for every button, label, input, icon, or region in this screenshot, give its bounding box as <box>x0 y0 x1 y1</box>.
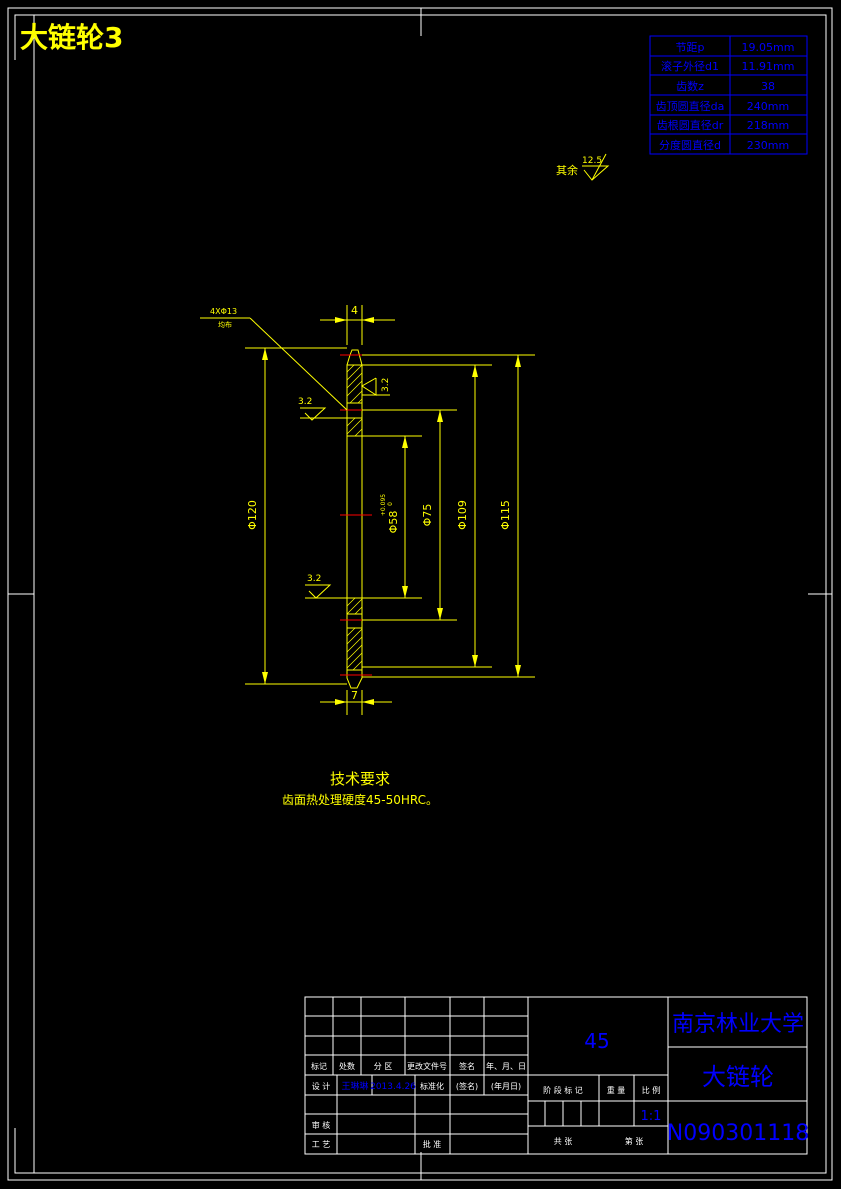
dim-115: Φ115 <box>499 500 512 530</box>
weight-label: 重 量 <box>607 1085 626 1095</box>
drawing-number: N090301118 <box>667 1121 809 1146</box>
sheets-total: 共 张 <box>554 1137 573 1146</box>
section-view <box>200 305 535 715</box>
param-label: 分度圆直径d <box>659 138 721 152</box>
dimension-texts: 4 7 4XΦ13 均布 3.2 3.2 3.2 Φ120 Φ58 +0.095… <box>210 304 512 702</box>
sign-label: (签名) <box>456 1081 478 1091</box>
tech-req-line: 齿面热处理硬度45-50HRC。 <box>282 792 438 807</box>
param-value: 240mm <box>747 100 789 113</box>
title-block <box>304 996 808 1155</box>
param-label: 齿数z <box>676 80 704 93</box>
row-label-signature: 签名 <box>459 1061 475 1071</box>
dim-109: Φ109 <box>456 500 469 530</box>
approve-label: 批 准 <box>423 1139 442 1149</box>
row-label-zone: 分 区 <box>374 1062 393 1071</box>
row-label-change-doc: 更改文件号 <box>407 1061 447 1071</box>
dimension-arrows <box>262 317 521 705</box>
dim-58: Φ58 <box>387 511 400 534</box>
param-label: 节距p <box>676 41 705 54</box>
param-value: 230mm <box>747 139 789 152</box>
dim-58-lower-tol: 0 <box>387 502 394 506</box>
roughness-c: 3.2 <box>381 378 391 392</box>
roughness-symbol <box>582 165 610 181</box>
param-value: 218mm <box>747 119 789 132</box>
dim-58-upper-tol: +0.095 <box>380 494 387 516</box>
hole-note-2: 均布 <box>218 320 232 329</box>
dim-width-bottom: 7 <box>351 689 358 702</box>
drawing-title: 大链轮3 <box>20 21 123 54</box>
section-hatch <box>346 364 363 671</box>
sheet-number: 第 张 <box>625 1136 644 1146</box>
parameter-table: 节距p 19.05mm 滚子外径d1 11.91mm 齿数z 38 齿顶圆直径d… <box>649 35 808 155</box>
dim-width-top: 4 <box>351 304 358 317</box>
row-label-mark: 标记 <box>311 1061 327 1071</box>
param-value: 11.91mm <box>742 60 795 73</box>
param-label: 齿根圆直径dr <box>657 118 724 132</box>
process-label: 工 艺 <box>312 1140 331 1149</box>
param-label: 滚子外径d1 <box>661 59 719 73</box>
dim-75: Φ75 <box>421 504 434 527</box>
ymd-label: (年月日) <box>491 1081 521 1091</box>
review-label: 审 核 <box>312 1120 331 1130</box>
roughness-b: 3.2 <box>307 574 321 584</box>
stage-label: 阶 段 标 记 <box>543 1085 583 1095</box>
roughness-note: 其余 12.5 <box>556 153 610 181</box>
roughness-a: 3.2 <box>298 397 312 407</box>
part-roughness-symbols <box>300 377 377 599</box>
sheet-frame <box>7 7 833 1181</box>
designer-name: 王琳琳 <box>341 1080 368 1092</box>
school-name: 南京林业大学 <box>672 1012 804 1037</box>
row-label-date: 年、月、日 <box>486 1061 526 1071</box>
roughness-note-value: 12.5 <box>582 156 602 166</box>
std-label: 标准化 <box>420 1081 444 1091</box>
tech-req-heading: 技术要求 <box>330 770 390 788</box>
row-label-count: 处数 <box>339 1061 355 1071</box>
scale-label: 比 例 <box>642 1085 661 1095</box>
hole-note: 4XΦ13 <box>210 307 237 316</box>
scale-value: 1:1 <box>641 1109 662 1124</box>
part-name: 大链轮 <box>702 1063 774 1091</box>
design-label: 设 计 <box>312 1081 331 1091</box>
design-date: 2013.4.26 <box>370 1082 416 1092</box>
param-label: 齿顶圆直径da <box>656 99 725 113</box>
param-value: 19.05mm <box>742 41 795 54</box>
title-block-texts: 45 南京林业大学 大链轮 N090301118 标记 处数 分 区 更改文件号… <box>311 1012 809 1149</box>
dim-120: Φ120 <box>246 500 259 530</box>
roughness-note-label: 其余 <box>556 163 578 177</box>
param-value: 38 <box>761 80 775 93</box>
material: 45 <box>584 1029 609 1053</box>
